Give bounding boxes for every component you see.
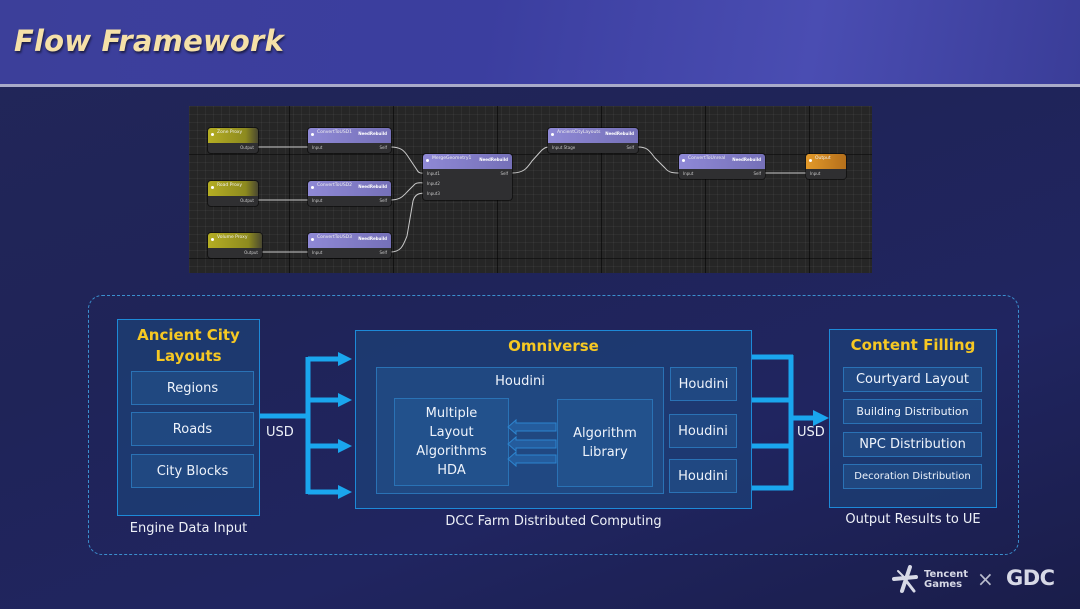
output-block-title: Content Filling [850,336,976,354]
slide-title: Flow Framework [14,24,285,58]
graph-node-convert-usd-3: ConvertToUSD3 NeedRebuild Input Self [308,233,391,258]
node-port-input1: Input1 [427,171,440,176]
node-port-input: Input [683,171,694,176]
node-flag: NeedRebuild [732,157,761,162]
output-item-decoration: Decoration Distribution [843,464,982,489]
node-port-self: Self [500,171,508,176]
input-item-city-blocks: City Blocks [131,454,254,488]
wire-ancient-to-unreal [637,146,682,174]
node-port-output: Output [244,250,258,255]
wire-merge-to-ancient [511,146,551,174]
node-port-self: Self [626,145,634,150]
node-port-self: Self [379,145,387,150]
houdini-instance-1: Houdini [670,367,737,401]
node-title: AncientCityLayouts [557,130,601,135]
node-port-self: Self [753,171,761,176]
input-block-title: Ancient City Layouts [137,326,240,365]
usd-label-right: USD [797,425,825,440]
node-title: Volume Proxy [217,235,248,240]
output-item-courtyard: Courtyard Layout [843,367,982,392]
node-port-output: Output [240,145,254,150]
graph-node-ancient-city-layouts: AncientCityLayouts NeedRebuild Input Stag… [548,128,638,153]
graph-node-road-proxy: Road Proxy Output [208,181,258,206]
header-divider [0,84,1080,87]
graph-node-convert-usd-1: ConvertToUSD1 NeedRebuild Input Self [308,128,391,153]
output-item-npc: NPC Distribution [843,432,982,457]
node-title: ConvertToUSD3 [317,235,353,240]
input-item-regions: Regions [131,371,254,405]
tencent-games-logo: Tencent Games [890,565,968,595]
wire-usd3-to-merge [389,192,427,253]
graph-node-volume-proxy: Volume Proxy Output [208,233,262,258]
node-title: Zone Proxy [217,130,243,135]
node-flag: NeedRebuild [358,184,387,189]
node-title: ConvertToUSD2 [317,183,353,188]
node-graph-panel: Zone Proxy Output Road Proxy Output Volu… [189,106,872,273]
node-flag: NeedRebuild [358,236,387,241]
output-block-caption: Output Results to UE [845,512,981,527]
wire-usd2-to-merge [389,182,427,201]
pipeline-frame [88,295,1019,555]
input-item-roads: Roads [131,412,254,446]
node-port-input: Input [312,198,323,203]
graph-node-zone-proxy: Zone Proxy Output [208,128,258,153]
node-port-input: Input [312,145,323,150]
graph-node-output: Output Input [806,154,846,179]
gdc-logo: GDC [1006,566,1055,590]
output-item-building: Building Distribution [843,399,982,424]
node-title: ConvertToUSD1 [317,130,353,135]
houdini-main-label: Houdini [495,374,545,389]
input-block: Ancient City Layouts Regions Roads City … [117,319,260,516]
node-title: Road Proxy [217,183,243,188]
tencent-star-icon [892,565,918,593]
games-text: Games [924,579,963,590]
node-port-self: Self [379,198,387,203]
graph-node-convert-usd-2: ConvertToUSD2 NeedRebuild Input Self [308,181,391,206]
tencent-text: Tencent [924,569,969,580]
hda-block: Multiple Layout Algorithms HDA [394,398,509,486]
wire-usd1-to-merge [389,146,427,174]
node-flag: NeedRebuild [605,131,634,136]
omniverse-caption: DCC Farm Distributed Computing [445,514,662,529]
algorithm-library-block: Algorithm Library [557,399,653,487]
slide-header [0,0,1080,84]
node-port-self: Self [379,250,387,255]
output-block: Content Filling Courtyard Layout Buildin… [829,329,997,508]
node-flag: NeedRebuild [358,131,387,136]
node-title: MergeGeometry1 [432,156,472,161]
omniverse-title: Omniverse [508,337,599,355]
input-block-caption: Engine Data Input [129,521,248,536]
node-port-input-stage: Input Stage [552,145,576,150]
houdini-instance-2: Houdini [669,414,737,448]
node-title: ConvertToUnreal [688,156,726,161]
houdini-instance-3: Houdini [669,459,737,493]
omniverse-block: Omniverse Houdini Multiple Layout Algori… [355,330,752,509]
graph-wires [255,146,810,253]
node-flag: NeedRebuild [479,157,508,162]
graph-node-convert-unreal: ConvertToUnreal NeedRebuild Input Self [679,154,765,179]
node-port-input3: Input3 [427,191,440,196]
node-port-output: Output [240,198,254,203]
footer-separator: × [977,567,994,591]
node-port-input2: Input2 [427,181,440,186]
usd-label-left: USD [266,425,294,440]
node-port-input: Input [810,171,821,176]
node-port-input: Input [312,250,323,255]
node-title: Output [815,156,831,161]
